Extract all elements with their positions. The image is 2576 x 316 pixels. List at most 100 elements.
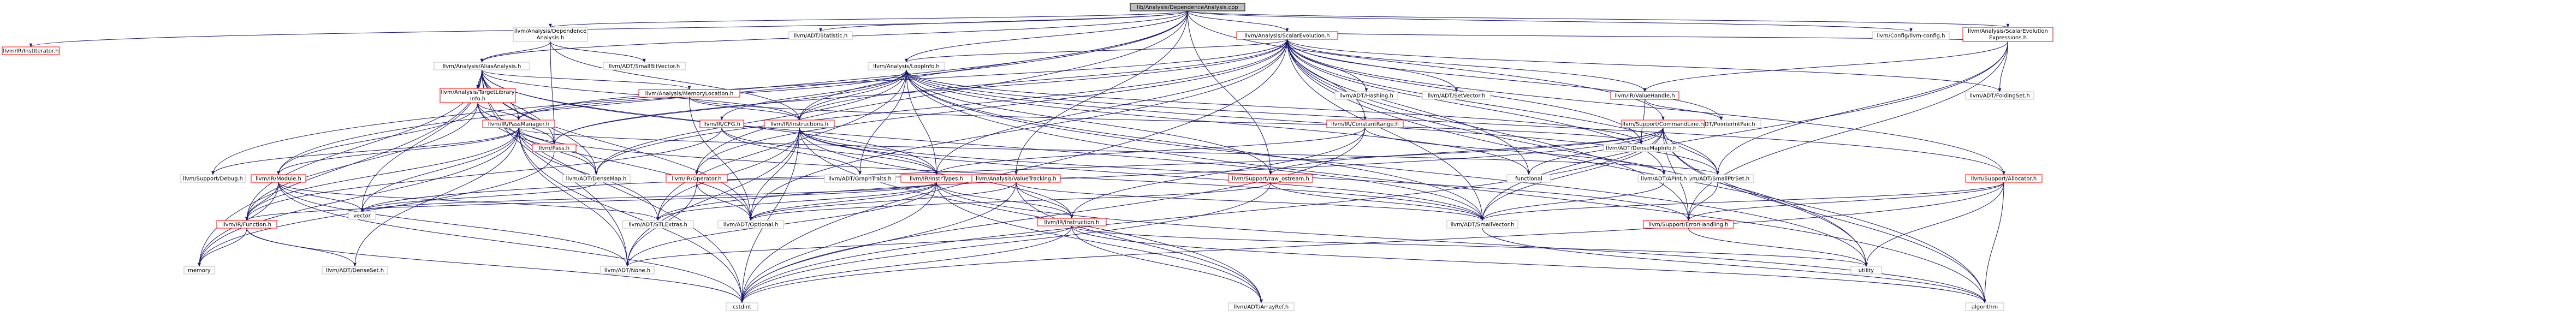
node-stlextras[interactable]: llvm/ADT/STLExtras.h <box>622 220 694 229</box>
node-label: algorithm <box>1972 305 1998 311</box>
node-label: llvm/ADT/DenseMapInfo.h <box>1606 146 1677 152</box>
node-box <box>348 211 376 220</box>
node-box <box>1621 120 1705 128</box>
node-functional[interactable]: functional <box>1506 174 1551 183</box>
include-edge <box>550 41 801 121</box>
include-edge <box>740 225 1072 303</box>
node-hashing[interactable]: llvm/ADT/Hashing.h <box>1334 91 1398 100</box>
node-densemap[interactable]: llvm/ADT/DenseMap.h <box>562 174 631 183</box>
node-box <box>180 174 246 183</box>
node-passmanager[interactable]: llvm/IR/PassManager.h <box>482 120 555 128</box>
node-config[interactable]: llvm/Config/llvm-config.h <box>1872 31 1950 40</box>
node-aa[interactable]: llvm/Analysis/AliasAnalysis.h <box>434 62 530 70</box>
node-scevexpr[interactable]: llvm/Analysis/ScalarEvolutionExpressions… <box>1962 27 2053 42</box>
include-edge <box>518 127 660 221</box>
node-function[interactable]: llvm/IR/Function.h <box>216 220 277 229</box>
node-label: llvm/Support/ErrorHandling.h <box>1649 222 1729 228</box>
node-densemapinfo[interactable]: llvm/ADT/DenseMapInfo.h <box>1603 144 1679 152</box>
include-edge <box>695 10 1188 175</box>
node-apint[interactable]: llvm/ADT/APInt.h <box>1637 174 1690 183</box>
include-edge <box>1187 10 1913 32</box>
include-edge <box>1663 127 1868 267</box>
node-box <box>1228 302 1295 311</box>
node-utility[interactable]: utility <box>1850 266 1882 275</box>
node-setvector[interactable]: llvm/ADT/SetVector.h <box>1422 91 1491 100</box>
include-edge <box>277 127 519 175</box>
node-denseset[interactable]: llvm/ADT/DenseSet.h <box>322 266 388 275</box>
node-label: llvm/ADT/STLExtras.h <box>628 222 687 228</box>
node-dep_h[interactable]: llvm/Analysis/DependenceAnalysis.h <box>513 27 588 42</box>
include-edge <box>906 69 1272 175</box>
include-edge <box>798 10 1188 121</box>
node-label: llvm/ADT/Statistic.h <box>794 33 848 39</box>
node-debug[interactable]: llvm/Support/Debug.h <box>180 174 246 183</box>
include-edge <box>29 10 1188 47</box>
node-box <box>2 46 60 55</box>
node-instruction[interactable]: llvm/IR/Instruction.h <box>1037 218 1107 226</box>
include-edge <box>1287 39 2005 175</box>
node-vector[interactable]: vector <box>348 211 376 220</box>
node-box <box>726 302 758 311</box>
node-cmdline[interactable]: llvm/Support/CommandLine.h <box>1621 120 1705 128</box>
include-edge <box>1071 225 1263 303</box>
node-arrayref[interactable]: llvm/ADT/ArrayRef.h <box>1228 302 1295 311</box>
node-cstdint[interactable]: cstdint <box>726 302 758 311</box>
node-box <box>1130 3 1245 11</box>
include-edge <box>626 225 1072 267</box>
node-foldingset[interactable]: llvm/ADT/FoldingSet.h <box>1965 91 2034 100</box>
include-edge <box>740 39 1287 303</box>
include-edge <box>1287 39 1723 121</box>
node-algorithm[interactable]: algorithm <box>1965 302 2004 311</box>
node-none[interactable]: llvm/ADT/None.h <box>600 266 655 275</box>
node-valuehandle[interactable]: llvm/IR/ValueHandle.h <box>1610 91 1679 100</box>
node-box <box>322 266 388 275</box>
include-edge <box>906 69 1986 303</box>
node-insttypes[interactable]: llvm/IR/InstrTypes.h <box>900 174 972 183</box>
node-instructions[interactable]: llvm/IR/Instructions.h <box>764 120 835 128</box>
node-constrange[interactable]: llvm/IR/ConstantRange.h <box>1326 120 1404 128</box>
node-operator[interactable]: llvm/IR/Operator.h <box>666 174 728 183</box>
include-edge <box>656 127 800 221</box>
node-smallbv[interactable]: llvm/ADT/SmallBitVector.h <box>603 62 686 70</box>
node-box <box>532 144 577 152</box>
node-errorhandling[interactable]: llvm/Support/ErrorHandling.h <box>1643 220 1734 229</box>
node-box <box>638 89 740 98</box>
node-label: llvm/Config/llvm-config.h <box>1877 33 1945 39</box>
node-memloc[interactable]: llvm/Analysis/MemoryLocation.h <box>638 89 740 98</box>
node-scev[interactable]: llvm/Analysis/ScalarEvolution.h <box>1236 31 1338 40</box>
include-edge <box>1071 225 1868 267</box>
node-label: llvm/IR/Module.h <box>256 176 301 182</box>
node-label: llvm/IR/Instruction.h <box>1044 220 1100 226</box>
node-graphtraits[interactable]: llvm/ADT/GraphTraits.h <box>824 174 896 183</box>
node-optional[interactable]: llvm/ADT/Optional.h <box>717 220 784 229</box>
include-edge <box>278 182 364 212</box>
include-edge <box>480 41 551 63</box>
node-loopinfo[interactable]: llvm/Analysis/LoopInfo.h <box>868 62 945 70</box>
node-smallptrset[interactable]: llvm/ADT/SmallPtrSet.h <box>1681 174 1754 183</box>
node-smallvector[interactable]: llvm/ADT/SmallVector.h <box>1446 220 1518 229</box>
node-module[interactable]: llvm/IR/Module.h <box>251 174 306 183</box>
include-edge <box>740 127 1366 303</box>
node-label: llvm/ADT/SmallVector.h <box>1451 222 1515 228</box>
include-edge <box>1481 182 1664 221</box>
node-allocator[interactable]: llvm/Support/Allocator.h <box>1965 174 2043 183</box>
include-edge <box>819 10 1188 32</box>
node-stat[interactable]: llvm/ADT/Statistic.h <box>788 31 853 40</box>
node-mrIterator[interactable]: llvm/IR/InstIterator.h <box>2 46 60 55</box>
node-cfg[interactable]: llvm/IR/CFG.h <box>699 120 744 128</box>
node-box <box>1637 174 1690 183</box>
include-edge <box>553 39 1287 145</box>
include-edge <box>858 69 907 175</box>
include-edge <box>245 102 478 221</box>
node-rawostream[interactable]: llvm/Support/raw_ostream.h <box>1228 174 1313 183</box>
node-box <box>788 31 853 40</box>
include-edge <box>1481 41 2008 221</box>
node-valuetracking[interactable]: llvm/Analysis/ValueTracking.h <box>971 174 1061 183</box>
node-box <box>1965 302 2004 311</box>
include-edge <box>198 151 555 267</box>
node-memory[interactable]: memory <box>183 266 215 275</box>
node-pass[interactable]: llvm/Pass.h <box>532 144 577 152</box>
include-edge <box>477 102 598 175</box>
node-label: llvm/IR/InstrTypes.h <box>910 176 963 182</box>
